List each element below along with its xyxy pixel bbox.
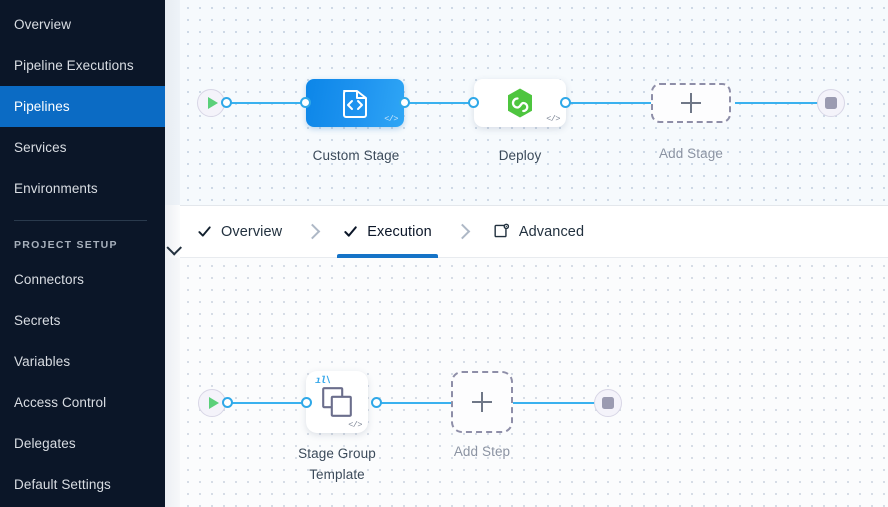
sidebar-item-label: Connectors (14, 272, 85, 287)
tab-label: Overview (221, 223, 283, 240)
stacked-squares-icon (322, 387, 352, 417)
add-step-button[interactable] (451, 371, 513, 433)
sidebar-item-label: Services (14, 140, 67, 155)
gutter-top-fill (165, 0, 180, 205)
stop-icon (602, 397, 614, 409)
add-stage-button[interactable] (651, 83, 731, 123)
start-play-icon (208, 397, 219, 409)
sidebar-item-label: Pipelines (14, 99, 70, 114)
check-icon (198, 226, 211, 237)
sidebar-item-environments[interactable]: Environments (0, 168, 165, 209)
tab-advanced[interactable]: Advanced (487, 205, 590, 258)
chevron-right-icon[interactable] (166, 240, 182, 256)
harness-hexagon-icon (508, 88, 532, 118)
port-deploy-out[interactable] (560, 97, 571, 108)
sidebar-item-services[interactable]: Services (0, 127, 165, 168)
step-label-stage-group-template: Stage Group Template (277, 443, 397, 485)
stage-node-custom-stage[interactable]: </> (306, 79, 404, 127)
sidebar-item-label: Secrets (14, 313, 61, 328)
plus-icon (681, 93, 701, 113)
edge-start-to-template (211, 402, 311, 404)
sidebar-item-label: Pipeline Executions (14, 58, 134, 73)
port-template-out[interactable] (371, 397, 382, 408)
add-stage-label: Add Stage (659, 146, 723, 161)
sidebar-item-default-settings[interactable]: Default Settings (0, 464, 165, 505)
execution-start-node[interactable] (198, 389, 226, 417)
plus-icon (472, 392, 492, 412)
sidebar-item-variables[interactable]: Variables (0, 341, 165, 382)
tab-label: Execution (367, 223, 432, 240)
sidebar-section-title: PROJECT SETUP (14, 239, 118, 251)
port-custom-out[interactable] (399, 97, 410, 108)
port-start-out[interactable] (221, 97, 232, 108)
chevron-right-icon (304, 223, 321, 240)
sidebar-divider (14, 220, 147, 221)
sidebar-item-label: Environments (14, 181, 98, 196)
sidebar-item-connectors[interactable]: Connectors (0, 259, 165, 300)
check-icon (344, 226, 358, 237)
sidebar-item-pipelines[interactable]: Pipelines (0, 86, 165, 127)
stage-code-badge: </> (546, 114, 560, 124)
tab-execution[interactable]: Execution (337, 205, 438, 258)
stage-code-badge: </> (384, 114, 398, 124)
execution-canvas[interactable]: ıl\ </> Stage Group Template Add Step (180, 258, 888, 507)
edge-deploy-to-add (565, 102, 655, 104)
stage-label-deploy: Deploy (498, 148, 542, 163)
sidebar-item-label: Delegates (14, 436, 76, 451)
start-play-icon (207, 97, 218, 109)
advanced-settings-icon (494, 223, 509, 238)
port-deploy-in[interactable] (468, 97, 479, 108)
port-exec-start-out[interactable] (222, 397, 233, 408)
sidebar: Overview Pipeline Executions Pipelines S… (0, 0, 165, 507)
port-template-in[interactable] (301, 397, 312, 408)
stop-icon (825, 97, 837, 109)
sidebar-item-overview[interactable]: Overview (0, 4, 165, 45)
chevron-right-icon (454, 223, 471, 240)
port-custom-in[interactable] (300, 97, 311, 108)
stage-canvas[interactable]: </> Custom Stage </> Deploy Add Stage (180, 0, 888, 205)
stage-label-custom-stage: Custom Stage (312, 148, 400, 163)
sidebar-item-label: Access Control (14, 395, 107, 410)
sidebar-item-secrets[interactable]: Secrets (0, 300, 165, 341)
edge-add-step-to-end (505, 402, 605, 404)
pipeline-start-node[interactable] (197, 89, 225, 117)
add-step-label: Add Step (453, 444, 511, 459)
edge-add-to-end (735, 102, 830, 104)
sidebar-item-label: Overview (14, 17, 72, 32)
template-marker-icon: ıl\ (313, 376, 332, 387)
execution-end-node[interactable] (594, 389, 622, 417)
tab-label: Advanced (518, 223, 585, 240)
edge-custom-to-deploy (405, 102, 505, 104)
edge-start-to-custom (210, 102, 310, 104)
sidebar-item-label: Default Settings (14, 477, 111, 492)
sidebar-item-label: Variables (14, 354, 71, 369)
sidebar-collapse-gutter[interactable] (165, 0, 182, 507)
edge-template-to-add-step (376, 402, 456, 404)
code-stage-icon (343, 90, 367, 118)
step-label-text: Stage Group Template (298, 446, 376, 482)
sidebar-item-delegates[interactable]: Delegates (0, 423, 165, 464)
tab-overview[interactable]: Overview (191, 205, 288, 258)
sidebar-item-pipeline-executions[interactable]: Pipeline Executions (0, 45, 165, 86)
pipeline-end-node[interactable] (817, 89, 845, 117)
step-node-stage-group-template[interactable]: ıl\ </> (306, 371, 368, 433)
stage-tab-bar: Overview Execution Advanced (180, 205, 888, 258)
sidebar-item-access-control[interactable]: Access Control (0, 382, 165, 423)
step-code-badge: </> (348, 420, 362, 430)
gutter-bottom-fill (165, 258, 180, 507)
pipeline-content: </> Custom Stage </> Deploy Add Stage (180, 0, 888, 507)
stage-node-deploy[interactable]: </> (474, 79, 566, 127)
